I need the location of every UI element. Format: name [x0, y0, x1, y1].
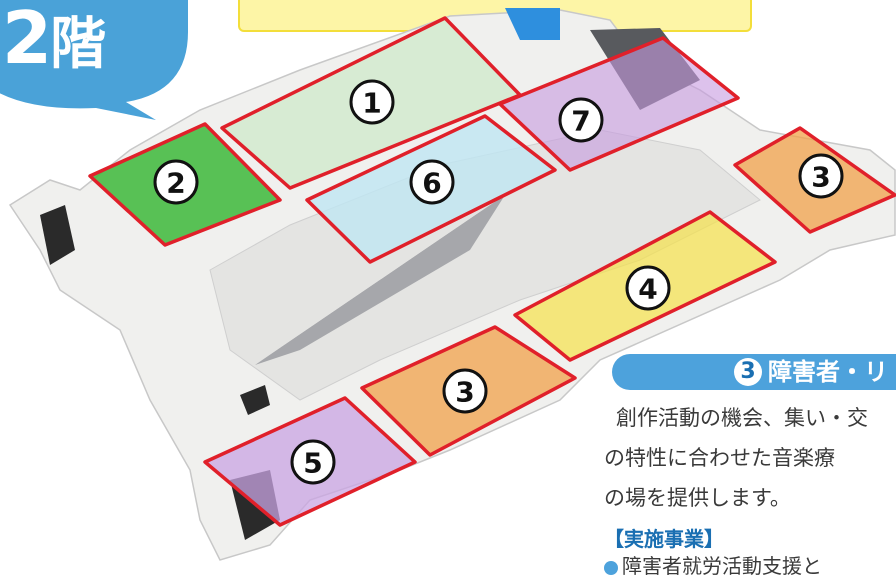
- zone-5-outline: [203, 396, 417, 527]
- svg-text:7: 7: [571, 105, 590, 138]
- zone-7-marker: 7: [558, 97, 604, 143]
- zone-5-marker: 5: [290, 439, 336, 485]
- svg-text:6: 6: [422, 167, 441, 200]
- zone-6-marker: 6: [409, 159, 455, 205]
- zone-2-outline: [88, 122, 282, 247]
- svg-text:1: 1: [362, 87, 381, 120]
- desc-line-1: 創作活動の機会、集い・交: [616, 406, 868, 430]
- zone-1-marker: 1: [349, 79, 395, 125]
- svg-text:3: 3: [455, 376, 474, 409]
- floor-number: 2: [2, 0, 52, 80]
- zone-6-outline: [305, 114, 557, 264]
- info-title: 障害者・リ: [768, 358, 888, 386]
- floor-plan-illustration: 1 2 3 3 4 5 6: [8, 8, 896, 561]
- floor-label: 2階: [2, 2, 106, 77]
- blue-glass-element: [505, 8, 560, 40]
- atrium-slope: [255, 195, 505, 365]
- info-number-circle: 3: [734, 358, 762, 386]
- zone-3a-outline: [733, 126, 896, 234]
- programs-heading: 【実施事業】: [604, 527, 724, 551]
- desc-line-2: の特性に合わせた音楽療: [604, 446, 835, 470]
- svg-text:2: 2: [166, 167, 185, 200]
- svg-text:4: 4: [638, 273, 657, 306]
- bullet-text: 障害者就労活動支援と: [622, 554, 822, 578]
- desc-line-3: の場を提供します。: [604, 486, 791, 510]
- zone-7-outline: [498, 36, 740, 172]
- svg-text:3: 3: [811, 161, 830, 194]
- bullet-icon: [604, 560, 618, 575]
- zone-2-marker: 2: [153, 159, 199, 205]
- zone-3b-outline: [360, 325, 577, 457]
- stair-west: [40, 205, 75, 265]
- floor-badge: 2階: [0, 0, 188, 120]
- zone-3a-marker: 3: [798, 153, 844, 199]
- zone-4-marker: 4: [625, 265, 671, 311]
- stair-south: [240, 385, 270, 415]
- floor-kanji: 階: [50, 12, 106, 77]
- zone-7-fill: [500, 38, 738, 170]
- svg-text:5: 5: [303, 447, 322, 480]
- zone-4-outline: [513, 210, 777, 362]
- zone-3b-marker: 3: [442, 368, 488, 414]
